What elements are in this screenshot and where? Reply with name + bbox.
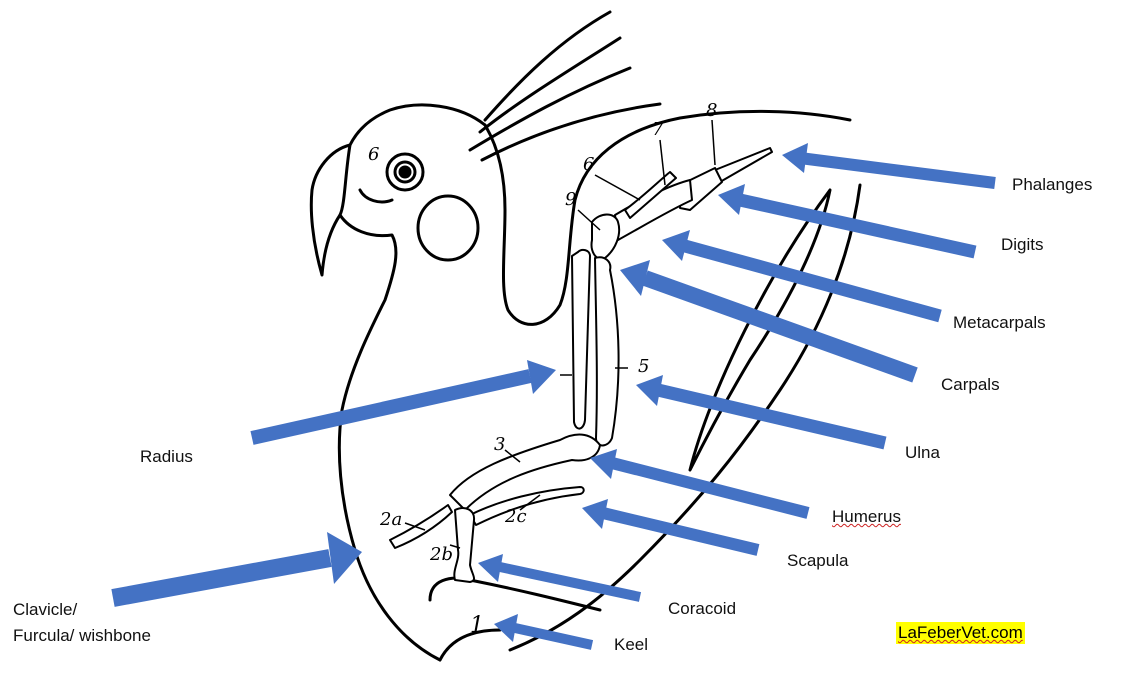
label-keel: Keel	[614, 634, 648, 656]
carpal-bone	[592, 215, 620, 259]
number-6-head: 6	[368, 144, 379, 165]
label-scapula: Scapula	[787, 550, 848, 572]
arrow-phalanges	[782, 143, 995, 183]
crest-line	[480, 38, 620, 132]
number-9: 9	[565, 189, 576, 210]
number-2a: 2a	[379, 509, 402, 530]
lafebervet-watermark: LaFeberVet.com	[896, 622, 1025, 644]
label-ulna: Ulna	[905, 442, 940, 464]
phalanx-bone	[715, 148, 772, 182]
arrow-clavicle	[113, 532, 362, 598]
arrow-humerus	[590, 449, 808, 513]
callout-arrows	[113, 143, 995, 645]
label-carpals: Carpals	[941, 374, 1000, 396]
number-5: 5	[638, 356, 649, 377]
label-digits: Digits	[1001, 234, 1044, 256]
label-clavicle: Clavicle/ Furcula/ wishbone	[13, 597, 151, 649]
coracoid-bone	[454, 508, 474, 582]
ulna-bone	[595, 257, 619, 445]
cheek-patch	[418, 196, 478, 260]
arrow-radius	[252, 360, 556, 438]
label-radius: Radius	[140, 446, 193, 468]
arrow-ulna	[636, 375, 885, 443]
arrow-keel	[494, 614, 592, 645]
beak-line	[360, 190, 392, 202]
beak-line	[340, 145, 350, 215]
number-2b: 2b	[429, 544, 453, 565]
number-7: 7	[652, 119, 664, 140]
label-phalanges: Phalanges	[1012, 174, 1092, 196]
arrow-scapula	[582, 499, 758, 550]
number-3: 3	[494, 434, 505, 455]
number-6-wing: 6	[583, 154, 594, 175]
number-1: 1	[470, 613, 484, 638]
arrow-coracoid	[478, 554, 640, 597]
eye-pupil	[400, 167, 410, 177]
radius-bone	[572, 250, 590, 429]
label-coracoid: Coracoid	[668, 598, 736, 620]
number-8: 8	[706, 100, 717, 121]
number-2c: 2c	[504, 506, 527, 527]
label-metacarpals: Metacarpals	[953, 312, 1046, 334]
arrow-carpals	[620, 260, 915, 375]
label-humerus: Humerus	[832, 506, 901, 528]
arrow-digits	[718, 184, 975, 252]
crest-line	[485, 12, 610, 120]
